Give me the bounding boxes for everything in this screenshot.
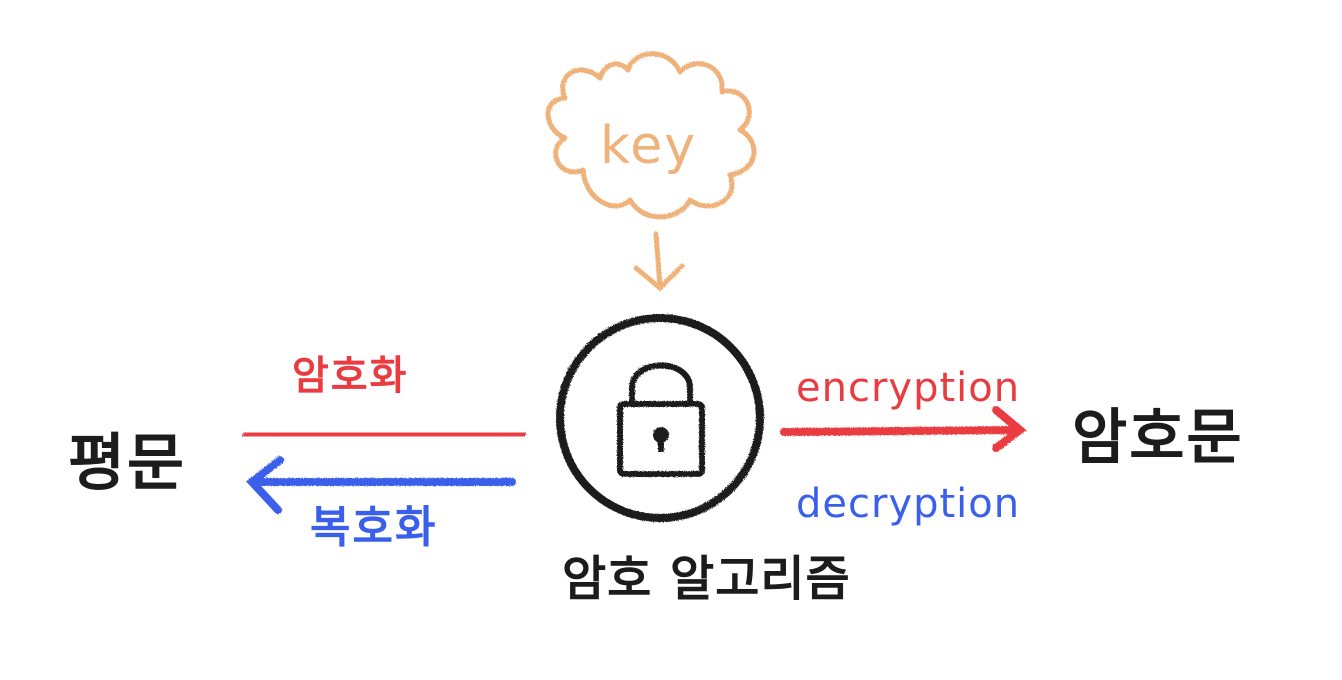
plaintext-label: 평문 xyxy=(68,426,187,499)
cloud-icon xyxy=(545,51,757,220)
algorithm-circle xyxy=(556,314,764,522)
encryption-ko-label: 암호화 xyxy=(292,353,409,399)
encryption-line-left xyxy=(242,429,526,440)
padlock-icon xyxy=(617,362,705,477)
decryption-arrow-left xyxy=(246,456,516,514)
arrow-down-icon xyxy=(633,231,685,292)
encryption-arrow-right xyxy=(780,406,1027,452)
key-label: key xyxy=(600,116,698,176)
encryption-en-label: encryption xyxy=(796,365,1021,411)
decryption-en-label: decryption xyxy=(796,481,1021,527)
decryption-ko-label: 복호화 xyxy=(310,502,438,553)
ciphertext-label: 암호문 xyxy=(1072,403,1244,473)
algorithm-label: 암호 알고리즘 xyxy=(562,551,851,607)
